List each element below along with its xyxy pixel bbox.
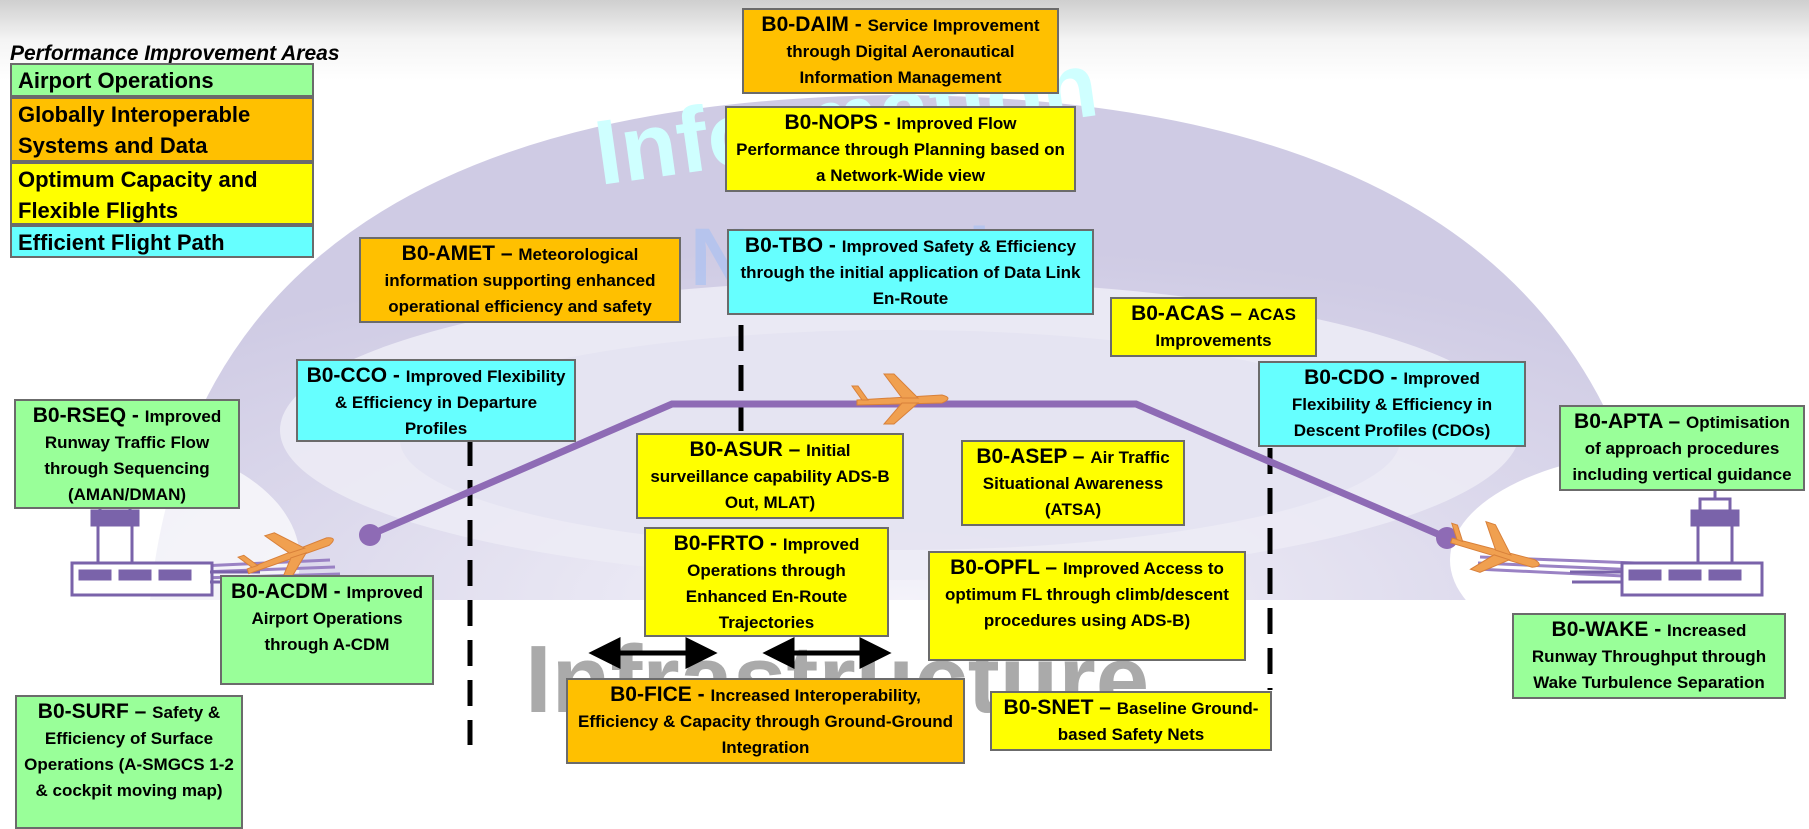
module-code: B0-ASUR – <box>689 438 807 461</box>
module-desc: Increased Runway Throughput through Wake… <box>1531 621 1767 692</box>
module-desc: Improved Flow Performance through Planni… <box>736 114 1065 185</box>
legend-interoperable-systems: Globally Interoperable Systems and Data <box>10 97 314 162</box>
module-code: B0-APTA – <box>1574 410 1687 433</box>
module-asur: B0-ASUR – Initial surveillance capabilit… <box>636 433 904 519</box>
module-nops: B0-NOPS - Improved Flow Performance thro… <box>725 106 1076 192</box>
module-code: B0-SNET – <box>1003 696 1117 719</box>
module-snet: B0-SNET – Baseline Ground-based Safety N… <box>990 691 1272 751</box>
module-code: B0-FICE - <box>610 683 711 706</box>
module-desc: Baseline Ground-based Safety Nets <box>1057 699 1259 744</box>
legend-title: Performance Improvement Areas <box>10 42 340 65</box>
module-desc: Meteorological information supporting en… <box>384 245 656 316</box>
departure-point <box>359 524 381 546</box>
module-desc: ACAS Improvements <box>1155 305 1296 350</box>
module-code: B0-ASEP – <box>976 445 1091 468</box>
module-rseq: B0-RSEQ - Improved Runway Traffic Flow t… <box>14 399 240 509</box>
module-cdo: B0-CDO - Improved Flexibility & Efficien… <box>1258 361 1526 447</box>
legend-airport-operations: Airport Operations <box>10 63 314 97</box>
module-code: B0-NOPS - <box>784 111 897 134</box>
double-arrow-right <box>762 636 892 670</box>
legend-efficient-flight-path: Efficient Flight Path <box>10 225 314 258</box>
module-wake: B0-WAKE - Increased Runway Throughput th… <box>1512 613 1786 699</box>
module-frto: B0-FRTO - Improved Operations through En… <box>644 527 889 637</box>
module-desc: Improved Flexibility & Efficiency in Dep… <box>334 367 566 438</box>
module-asep: B0-ASEP – Air Traffic Situational Awaren… <box>961 440 1185 526</box>
module-acas: B0-ACAS – ACAS Improvements <box>1110 297 1317 357</box>
module-code: B0-ACAS – <box>1131 302 1248 325</box>
aircraft-arriving-icon <box>1450 520 1540 573</box>
module-apta: B0-APTA – Optimisation of approach proce… <box>1559 405 1805 491</box>
legend-optimum-capacity: Optimum Capacity and Flexible Flights <box>10 162 314 225</box>
module-desc: Improved Airport Operations through A-CD… <box>251 583 424 654</box>
module-code: B0-FRTO - <box>673 532 783 555</box>
right-tower-icon <box>1570 488 1764 597</box>
module-desc: Improved Flexibility & Efficiency in Des… <box>1291 369 1493 440</box>
module-code: B0-CDO - <box>1304 366 1404 389</box>
module-desc: Improved Access to optimum FL through cl… <box>945 559 1229 630</box>
module-code: B0-RSEQ - <box>32 404 145 427</box>
module-desc: Service Improvement through Digital Aero… <box>786 16 1040 87</box>
module-acdm: B0-ACDM - Improved Airport Operations th… <box>220 575 434 685</box>
double-arrow-left <box>588 636 718 670</box>
module-code: B0-TBO - <box>744 234 842 257</box>
module-desc: Improved Operations through Enhanced En-… <box>685 535 860 632</box>
module-code: B0-DAIM - <box>761 13 868 36</box>
module-desc: Improved Runway Traffic Flow through Seq… <box>44 407 222 504</box>
module-desc: Optimisation of approach procedures incl… <box>1572 413 1792 484</box>
module-code: B0-OPFL – <box>950 556 1063 579</box>
module-code: B0-ACDM - <box>230 580 347 603</box>
module-cco: B0-CCO - Improved Flexibility & Efficien… <box>296 359 576 442</box>
module-desc: Air Traffic Situational Awareness (ATSA) <box>982 448 1170 519</box>
module-code: B0-AMET – <box>401 242 519 265</box>
module-desc: Increased Interoperability, Efficiency &… <box>578 686 953 757</box>
module-opfl: B0-OPFL – Improved Access to optimum FL … <box>928 551 1246 661</box>
module-fice: B0-FICE - Increased Interoperability, Ef… <box>566 678 965 764</box>
module-code: B0-CCO - <box>306 364 406 387</box>
aircraft-cruise-icon <box>851 373 949 425</box>
module-desc: Safety & Efficiency of Surface Operation… <box>24 703 234 800</box>
module-code: B0-SURF – <box>37 700 153 723</box>
module-surf: B0-SURF – Safety & Efficiency of Surface… <box>15 695 243 829</box>
module-amet: B0-AMET – Meteorological information sup… <box>359 237 681 323</box>
module-daim: B0-DAIM - Service Improvement through Di… <box>742 8 1059 94</box>
module-desc: Improved Safety & Efficiency through the… <box>740 237 1081 308</box>
module-tbo: B0-TBO - Improved Safety & Efficiency th… <box>727 229 1094 315</box>
module-desc: Initial surveillance capability ADS-B Ou… <box>650 441 890 512</box>
module-code: B0-WAKE - <box>1551 618 1668 641</box>
